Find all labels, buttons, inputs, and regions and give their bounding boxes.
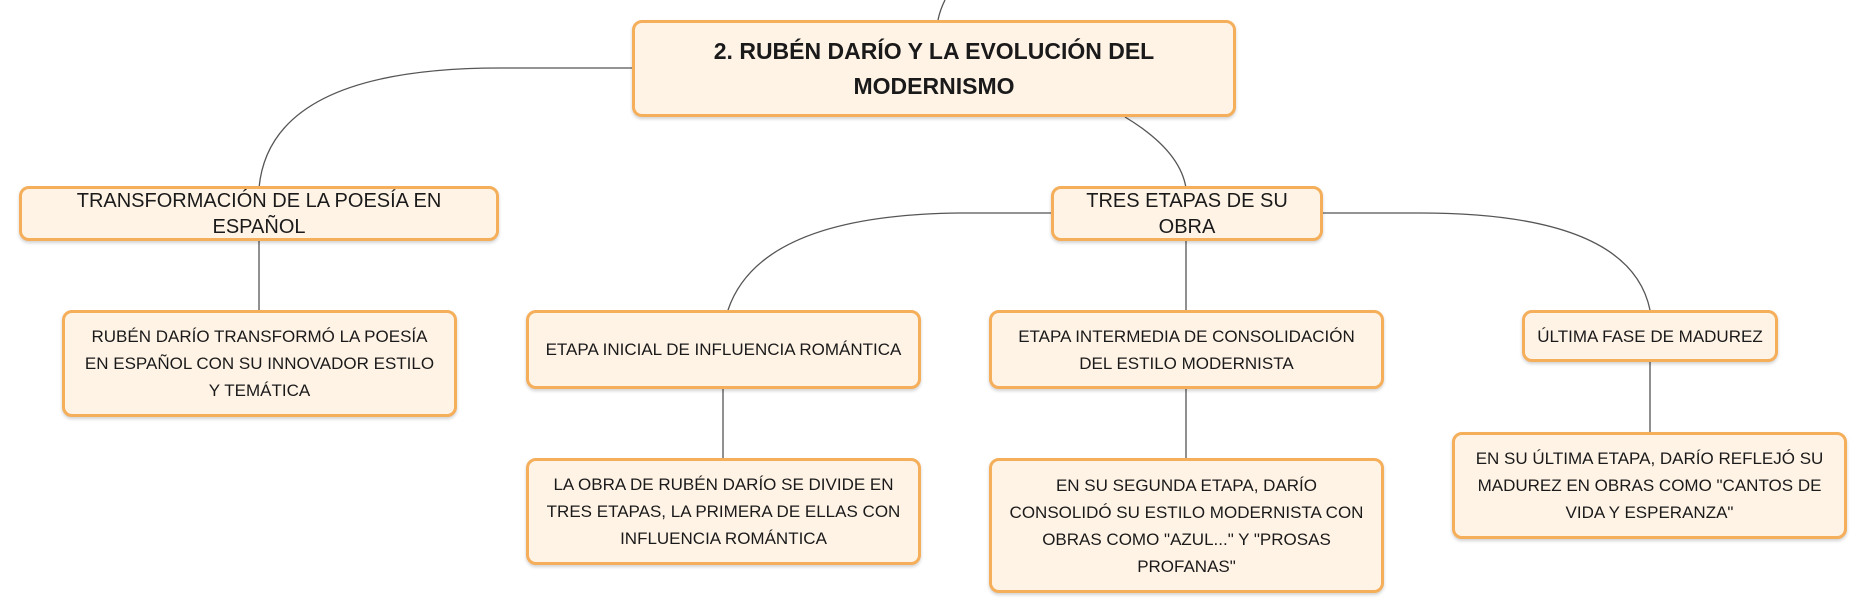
stage-node-3[interactable]: ÚLTIMA FASE DE MADUREZ bbox=[1522, 310, 1778, 362]
branch-node-transformacion[interactable]: TRANSFORMACIÓN DE LA POESÍA EN ESPAÑOL bbox=[19, 186, 499, 241]
stage-detail-label: EN SU ÚLTIMA ETAPA, DARÍO REFLEJÓ SU MAD… bbox=[1475, 449, 1824, 522]
connector-right-branch-to-stage-3 bbox=[1321, 212, 1651, 311]
stage-node-label: ÚLTIMA FASE DE MADUREZ bbox=[1537, 326, 1763, 346]
root-node-label: 2. RUBÉN DARÍO Y LA EVOLUCIÓN DEL MODERN… bbox=[713, 37, 1155, 99]
connector-root-to-left-branch bbox=[258, 67, 632, 189]
stage-detail-node-1[interactable]: LA OBRA DE RUBÉN DARÍO SE DIVIDE EN TRES… bbox=[526, 458, 921, 565]
detail-node-transformacion[interactable]: RUBÉN DARÍO TRANSFORMÓ LA POESÍA EN ESPA… bbox=[62, 310, 457, 417]
branch-node-label: TRES ETAPAS DE SU OBRA bbox=[1086, 189, 1288, 238]
stage-node-2[interactable]: ETAPA INTERMEDIA DE CONSOLIDACIÓN DEL ES… bbox=[989, 310, 1384, 389]
stage-detail-label: LA OBRA DE RUBÉN DARÍO SE DIVIDE EN TRES… bbox=[546, 475, 901, 548]
detail-node-label: RUBÉN DARÍO TRANSFORMÓ LA POESÍA EN ESPA… bbox=[84, 327, 435, 400]
root-node[interactable]: 2. RUBÉN DARÍO Y LA EVOLUCIÓN DEL MODERN… bbox=[632, 20, 1236, 117]
stage-node-1[interactable]: ETAPA INICIAL DE INFLUENCIA ROMÁNTICA bbox=[526, 310, 921, 389]
stage-detail-node-2[interactable]: EN SU SEGUNDA ETAPA, DARÍO CONSOLIDÓ SU … bbox=[989, 458, 1384, 593]
branch-node-label: TRANSFORMACIÓN DE LA POESÍA EN ESPAÑOL bbox=[76, 189, 442, 238]
stage-detail-label: EN SU SEGUNDA ETAPA, DARÍO CONSOLIDÓ SU … bbox=[1009, 475, 1364, 576]
connector-root-to-right-branch bbox=[1124, 116, 1187, 189]
stage-detail-node-3[interactable]: EN SU ÚLTIMA ETAPA, DARÍO REFLEJÓ SU MAD… bbox=[1452, 432, 1847, 539]
connector-right-branch-to-stage-1 bbox=[727, 212, 1051, 311]
branch-node-tres-etapas[interactable]: TRES ETAPAS DE SU OBRA bbox=[1051, 186, 1323, 241]
stage-node-label: ETAPA INTERMEDIA DE CONSOLIDACIÓN DEL ES… bbox=[1018, 326, 1355, 373]
stage-node-label: ETAPA INICIAL DE INFLUENCIA ROMÁNTICA bbox=[545, 340, 902, 359]
connector-top bbox=[937, 0, 946, 21]
